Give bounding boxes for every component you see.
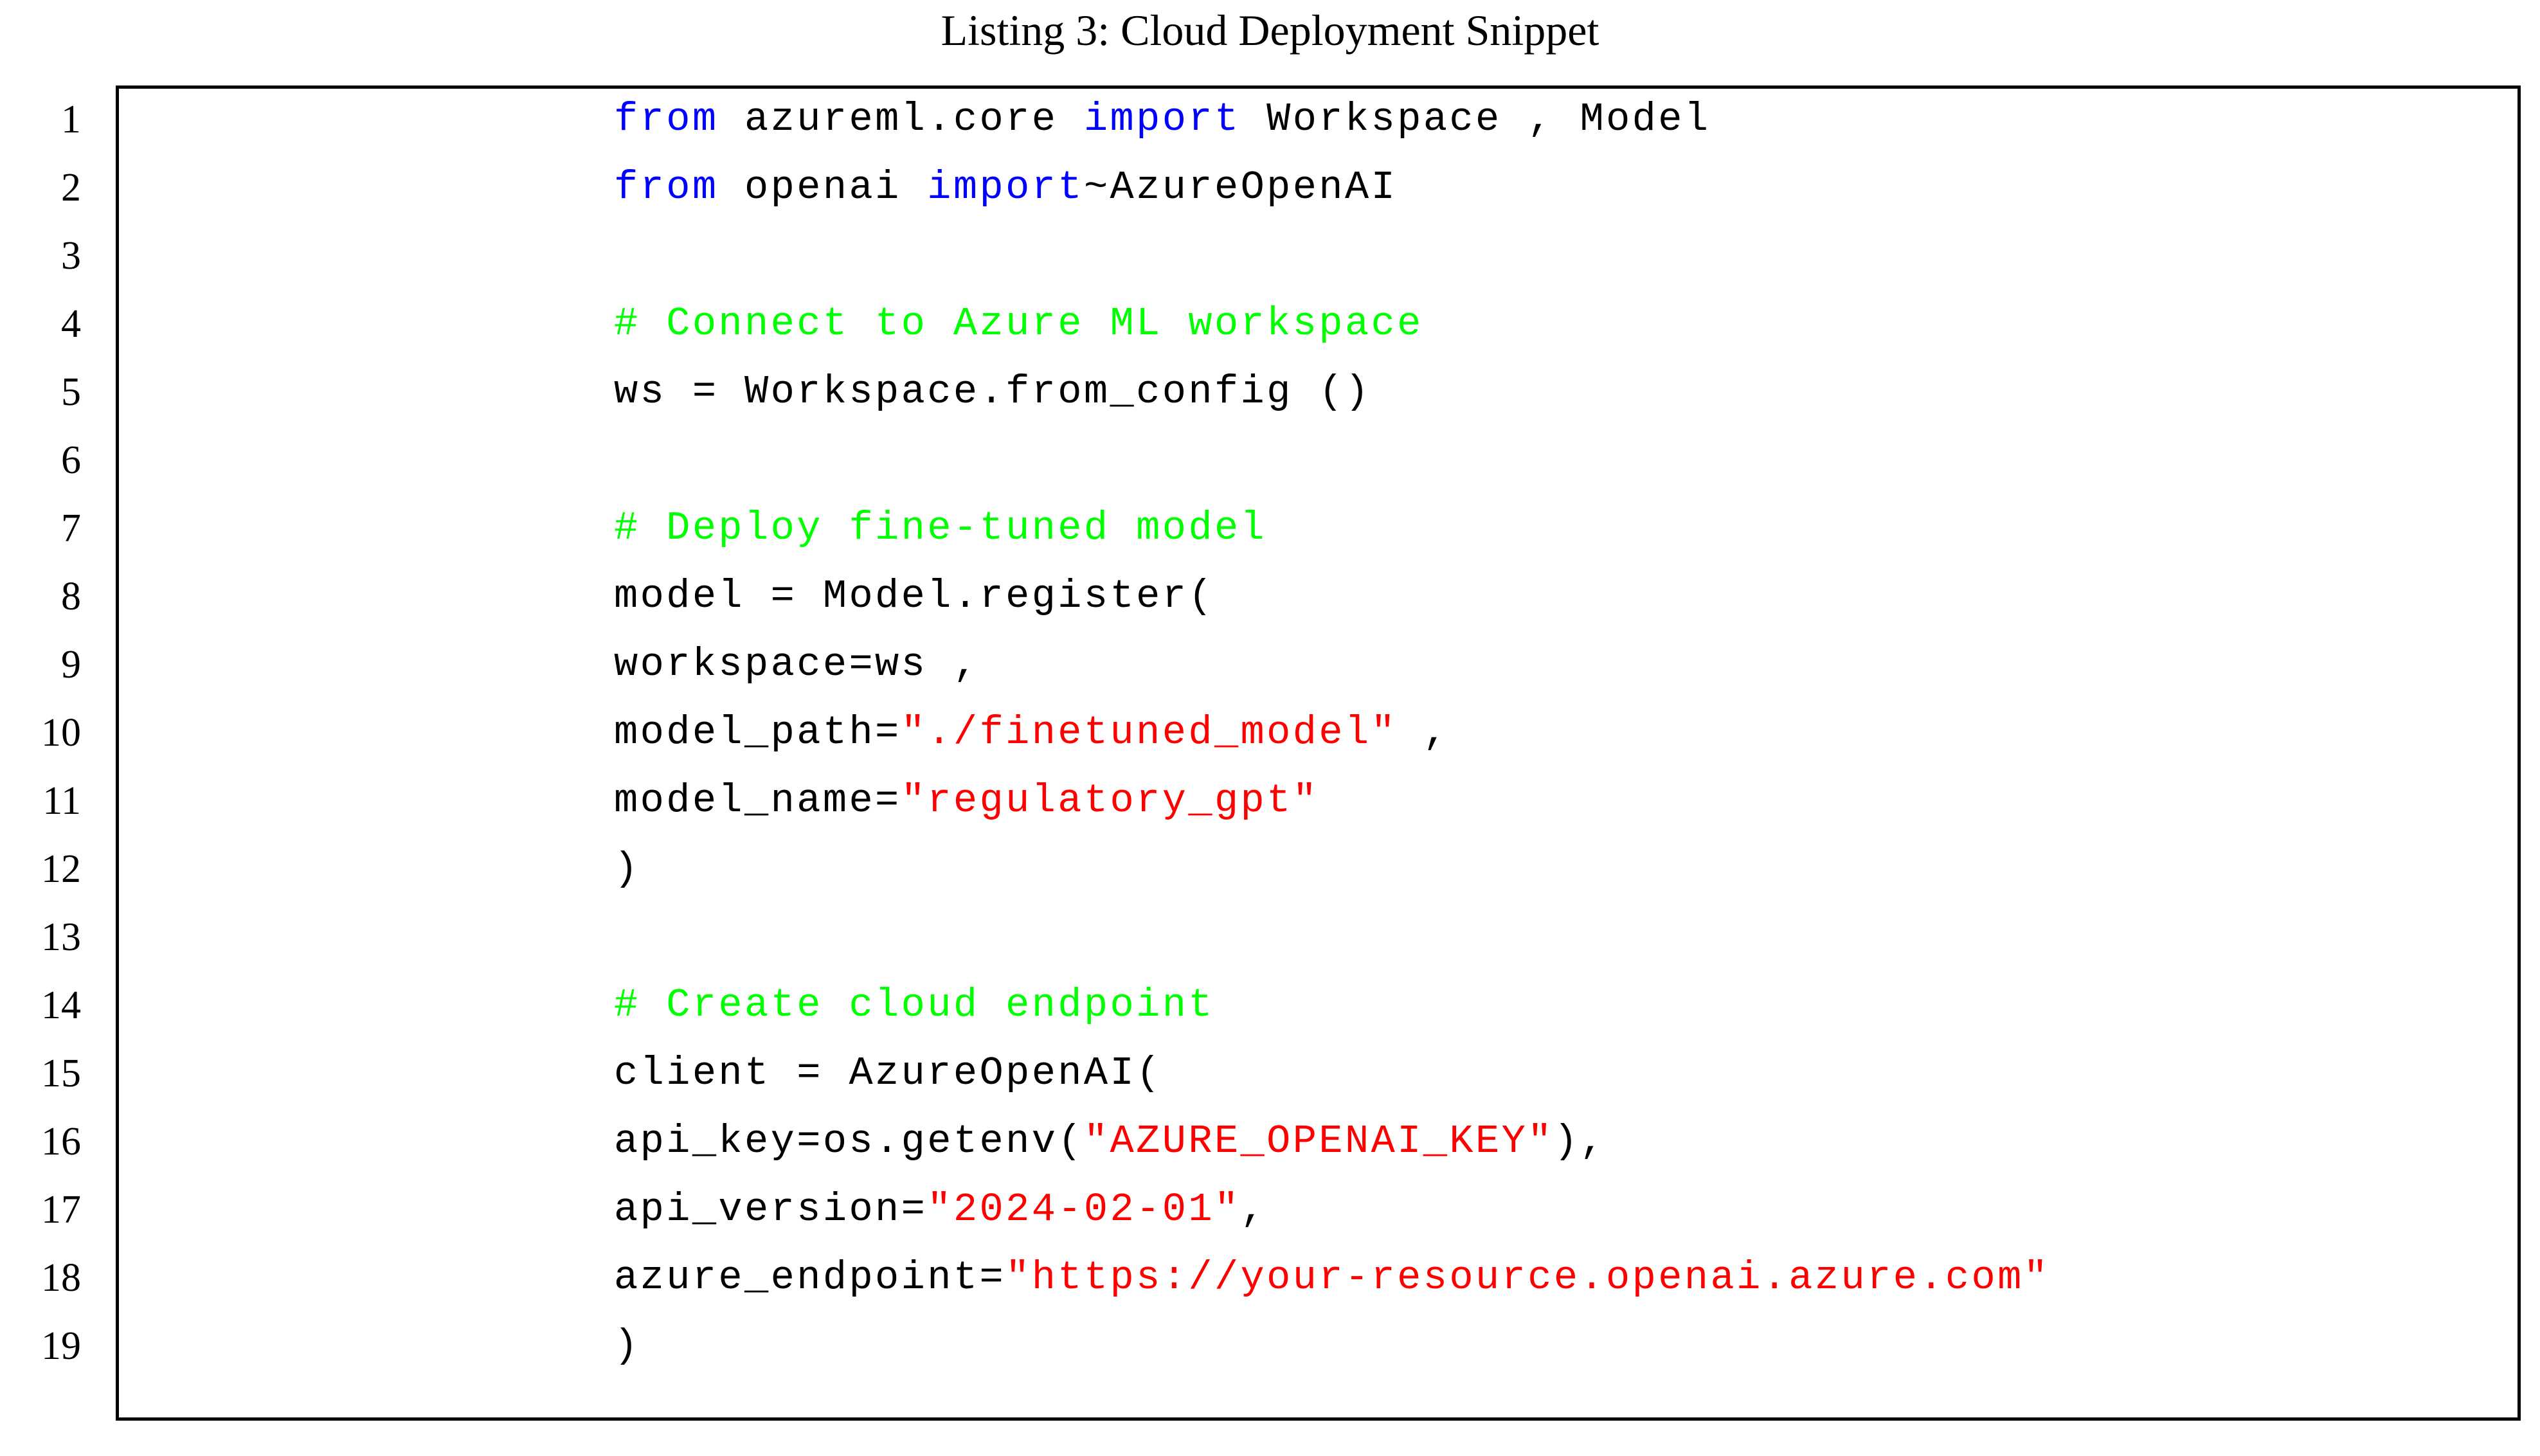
line-number: 4 bbox=[61, 302, 81, 346]
line-number: 10 bbox=[41, 711, 81, 755]
code-line-text: ) bbox=[614, 835, 640, 903]
code-token-txt: client = AzureOpenAI( bbox=[614, 1050, 1162, 1096]
code-line-text: client = AzureOpenAI( bbox=[614, 1039, 1162, 1108]
code-token-txt: ), bbox=[1553, 1119, 1607, 1164]
code-token-kw: import bbox=[927, 165, 1084, 210]
code-token-kw: from bbox=[614, 96, 719, 142]
code-line-text: ) bbox=[614, 1312, 640, 1380]
line-number: 17 bbox=[41, 1188, 81, 1232]
code-line-text: workspace=ws , bbox=[614, 631, 980, 699]
code-listing-body: 1 from azureml.core import Workspace , Mo… bbox=[0, 85, 2540, 1421]
code-line-text: from azureml.core import Workspace , Mod… bbox=[614, 85, 1711, 154]
line-number: 2 bbox=[61, 166, 81, 210]
line-number: 18 bbox=[41, 1256, 81, 1300]
line-number: 13 bbox=[41, 915, 81, 959]
code-line-text: ws = Workspace.from_config () bbox=[614, 358, 1371, 426]
listing-frame-border bbox=[116, 85, 2521, 1421]
code-line-text: # Create cloud endpoint bbox=[614, 971, 1214, 1039]
code-line-row: 4 # Connect to Azure ML workspace bbox=[0, 290, 2540, 358]
code-token-txt: api_version= bbox=[614, 1187, 928, 1232]
code-line-row: 7 # Deploy fine-tuned model bbox=[0, 494, 2540, 562]
code-line-row: 3 bbox=[0, 222, 2540, 290]
line-number: 14 bbox=[41, 984, 81, 1027]
code-token-txt: ) bbox=[614, 1323, 640, 1369]
code-line-row: 18 azure_endpoint="https://your-resource.… bbox=[0, 1244, 2540, 1312]
code-token-str: "https://your-resource.openai.azure.com" bbox=[1005, 1255, 2050, 1300]
line-number: 3 bbox=[61, 234, 81, 278]
code-token-str: "2024-02-01" bbox=[927, 1187, 1241, 1232]
code-token-txt: model_name= bbox=[614, 778, 901, 823]
code-line-text: from openai import~AzureOpenAI bbox=[614, 154, 1397, 222]
code-token-txt: azure_endpoint= bbox=[614, 1255, 1006, 1300]
line-number-gutter-rule bbox=[116, 85, 119, 1421]
code-line-row: 9 workspace=ws , bbox=[0, 631, 2540, 699]
code-line-row: 1 from azureml.core import Workspace , Mo… bbox=[0, 85, 2540, 154]
code-token-str: "regulatory_gpt" bbox=[901, 778, 1319, 823]
code-line-row: 2 from openai import~AzureOpenAI bbox=[0, 154, 2540, 222]
code-line-text: # Deploy fine-tuned model bbox=[614, 494, 1266, 562]
code-token-cmt: # Deploy fine-tuned model bbox=[614, 505, 1267, 551]
code-token-kw: from bbox=[614, 165, 719, 210]
line-number: 7 bbox=[61, 507, 81, 550]
line-number: 6 bbox=[61, 438, 81, 482]
code-token-txt: , bbox=[1240, 1187, 1267, 1232]
code-line-row: 11 model_name="regulatory_gpt" bbox=[0, 767, 2540, 835]
code-token-txt: workspace=ws , bbox=[614, 642, 980, 687]
code-token-kw: import bbox=[1083, 96, 1241, 142]
line-number: 15 bbox=[41, 1052, 81, 1095]
code-line-row: 8 model = Model.register( bbox=[0, 562, 2540, 631]
line-number: 1 bbox=[61, 98, 81, 141]
code-line-text: api_key=os.getenv("AZURE_OPENAI_KEY"), bbox=[614, 1108, 1606, 1176]
code-token-txt: azureml.core bbox=[718, 96, 1084, 142]
code-line-row: 10 model_path="./finetuned_model" , bbox=[0, 699, 2540, 767]
code-token-txt: , bbox=[1397, 710, 1450, 755]
code-token-str: "AZURE_OPENAI_KEY" bbox=[1083, 1119, 1554, 1164]
line-number: 5 bbox=[61, 370, 81, 414]
code-token-cmt: # Create cloud endpoint bbox=[614, 982, 1214, 1028]
code-line-row: 12) bbox=[0, 835, 2540, 903]
code-token-txt: openai bbox=[718, 165, 928, 210]
code-line-text: model = Model.register( bbox=[614, 562, 1214, 631]
code-line-row: 5 ws = Workspace.from_config () bbox=[0, 358, 2540, 426]
code-line-text: model_path="./finetuned_model" , bbox=[614, 699, 1449, 767]
listing-caption: Listing 3: Cloud Deployment Snippet bbox=[941, 6, 1599, 55]
code-line-text: api_version="2024-02-01", bbox=[614, 1176, 1266, 1244]
code-line-row: 6 bbox=[0, 426, 2540, 494]
code-token-txt: model = Model.register( bbox=[614, 573, 1214, 619]
code-line-text: model_name="regulatory_gpt" bbox=[614, 767, 1319, 835]
code-line-row: 13 bbox=[0, 903, 2540, 971]
code-token-txt: ~AzureOpenAI bbox=[1083, 165, 1398, 210]
code-line-text: azure_endpoint="https://your-resource.op… bbox=[614, 1244, 2049, 1312]
code-token-txt: Workspace , Model bbox=[1240, 96, 1711, 142]
code-token-txt: model_path= bbox=[614, 710, 901, 755]
code-line-row: 17 api_version="2024-02-01", bbox=[0, 1176, 2540, 1244]
line-number: 12 bbox=[41, 847, 81, 891]
line-number: 19 bbox=[41, 1324, 81, 1368]
line-number: 9 bbox=[61, 643, 81, 687]
line-number: 8 bbox=[61, 575, 81, 618]
code-token-txt: ws = Workspace.from_config () bbox=[614, 369, 1371, 415]
line-number: 11 bbox=[42, 779, 81, 823]
code-token-cmt: # Connect to Azure ML workspace bbox=[614, 301, 1423, 346]
code-token-str: "./finetuned_model" bbox=[901, 710, 1398, 755]
code-line-text: # Connect to Azure ML workspace bbox=[614, 290, 1423, 358]
code-token-txt: api_key=os.getenv( bbox=[614, 1119, 1084, 1164]
code-line-row: 15 client = AzureOpenAI( bbox=[0, 1039, 2540, 1108]
code-line-row: 16 api_key=os.getenv("AZURE_OPENAI_KEY"), bbox=[0, 1108, 2540, 1176]
code-token-txt: ) bbox=[614, 846, 640, 892]
code-line-row: 19) bbox=[0, 1312, 2540, 1380]
code-line-row: 14 # Create cloud endpoint bbox=[0, 971, 2540, 1039]
line-number: 16 bbox=[41, 1120, 81, 1164]
